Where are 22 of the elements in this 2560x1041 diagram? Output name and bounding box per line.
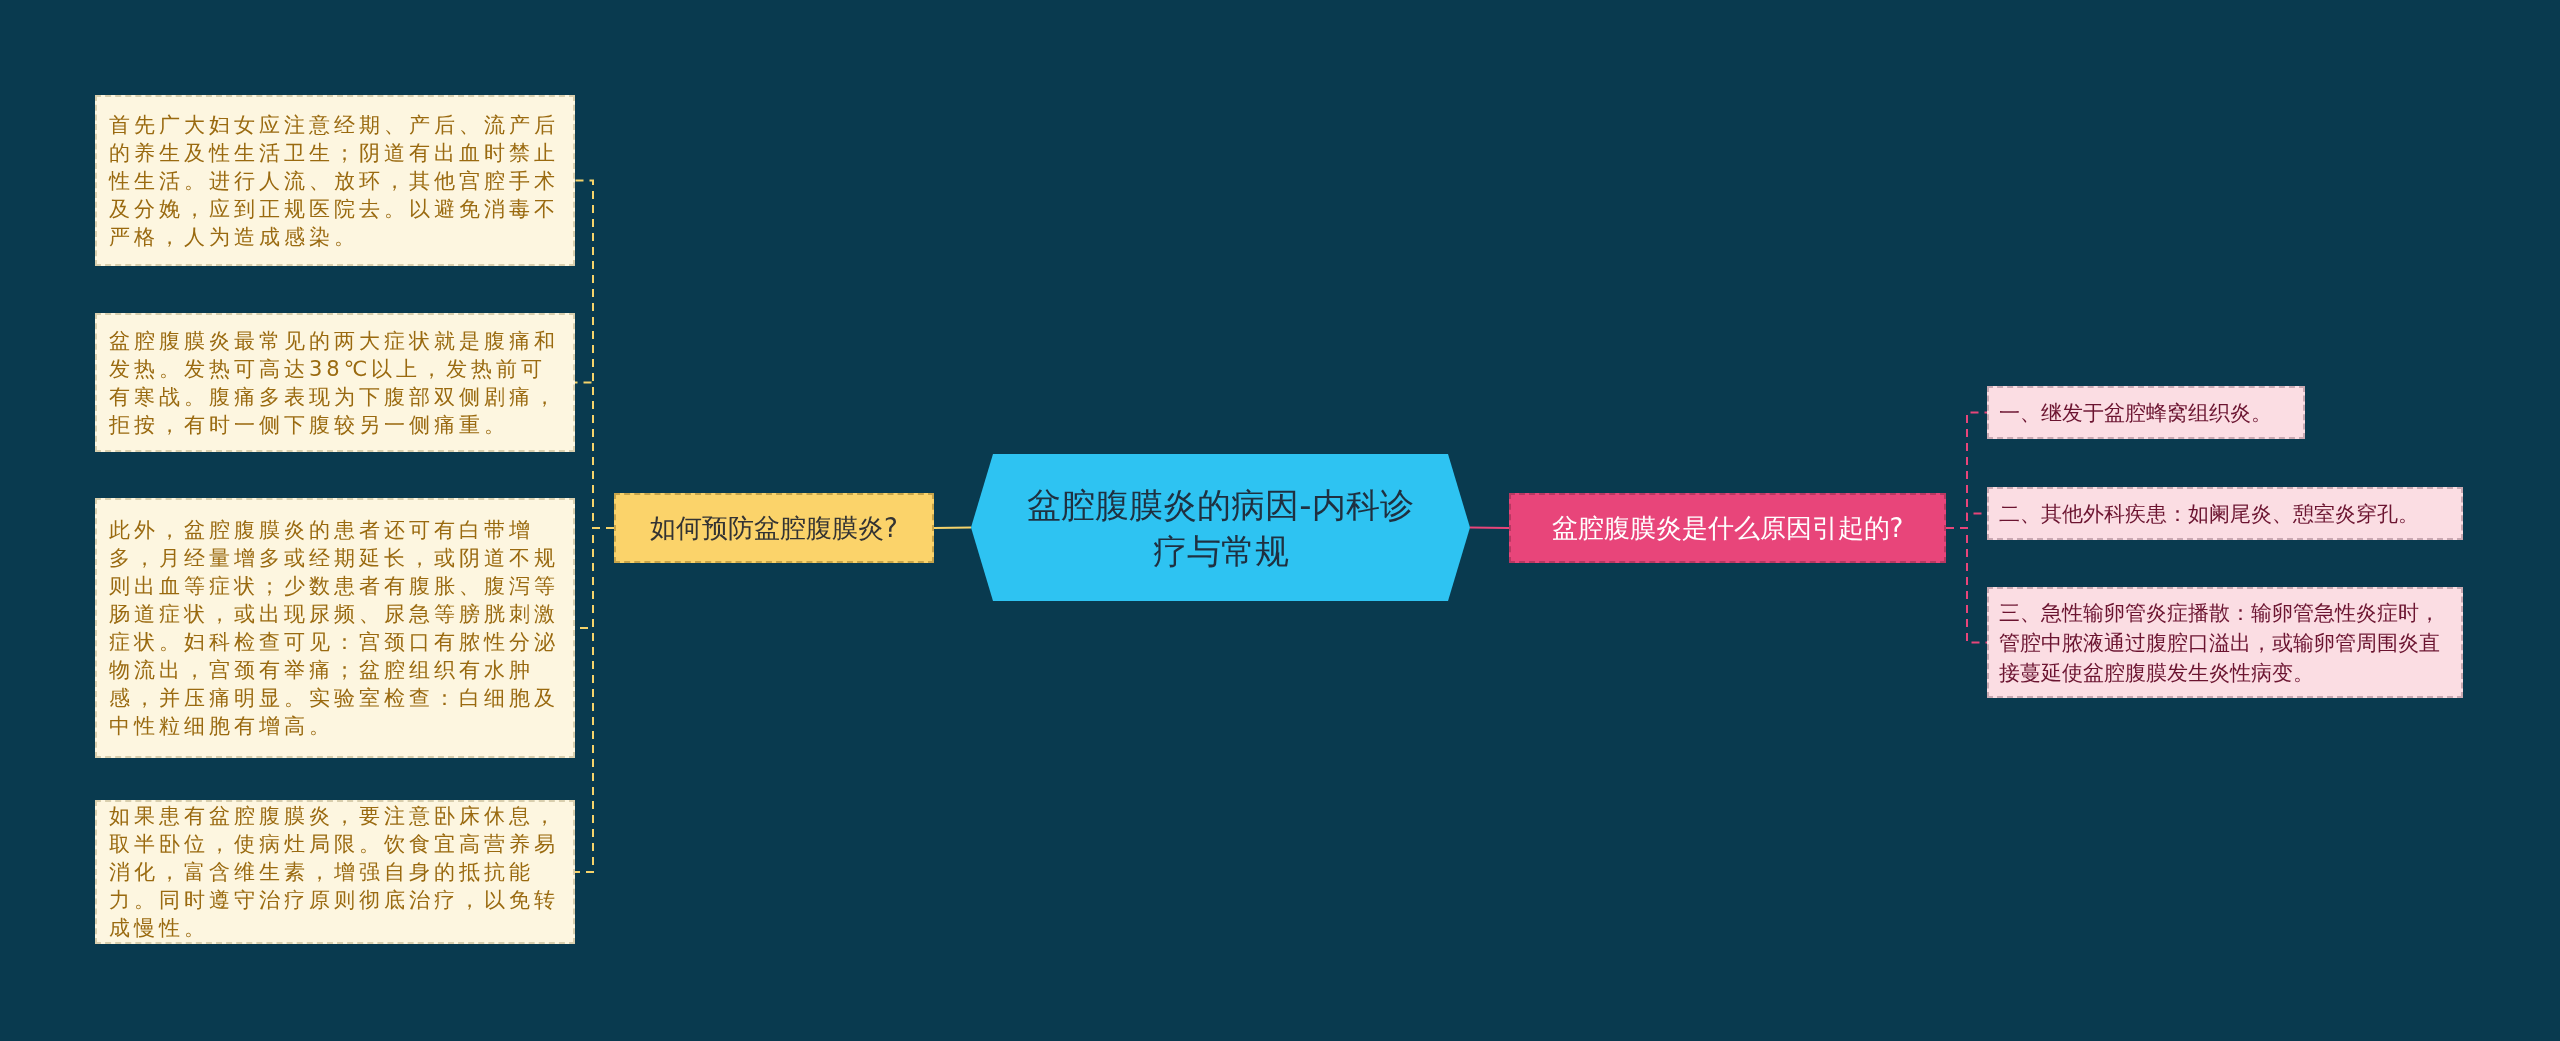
note-text: 此外，盆腔腹膜炎的患者还可有白带增多，月经量增多或经期延长，或阴道不规则出血等症状；少数患者有腹胀、腹泻等肠道症状，或出现尿频、尿急等膀胱刺激症状。妇科检查可见：宫颈口有脓性分泌物流出，宫颈有举痛；盆腔组织有水肿感，并压痛明显。实验室检查：白细胞及中性粒细胞有增高。 xyxy=(109,517,560,740)
note-box xyxy=(95,95,575,266)
topic-text: 盆腔腹膜炎是什么原因引起的? xyxy=(1551,511,1904,545)
note-text: 一、继发于盆腔蜂窝组织炎。 xyxy=(1999,399,2272,427)
note-box xyxy=(95,498,575,758)
connector-line xyxy=(1469,526,1510,529)
note-box xyxy=(1987,386,2305,439)
note-text: 二、其他外科疾患：如阑尾炎、憩室炎穿孔。 xyxy=(1999,500,2419,528)
title-text: 盆腔腹膜炎的病因-内科诊疗与常规 xyxy=(1026,483,1415,573)
note-box xyxy=(95,313,575,452)
note-box xyxy=(1987,587,2463,698)
connector-line xyxy=(933,526,972,529)
note-text: 首先广大妇女应注意经期、产后、流产后的养生及性生活卫生；阴道有出血时禁止性生活。进行人流、放环，其他宫腔手术及分娩，应到正规医院去。以避免消毒不严格，人为造成感染。 xyxy=(109,111,560,251)
note-text: 三、急性输卵管炎症播散：输卵管急性炎症时，管腔中脓液通过腹腔口溢出，或输卵管周围炎直接蔓延使盆腔腹膜发生炎性病变。 xyxy=(1999,599,2441,687)
topic-box xyxy=(1509,493,1946,563)
central-topic-hexagon xyxy=(971,454,1470,601)
topic-box xyxy=(614,493,934,563)
topic-text: 如何预防盆腔腹膜炎? xyxy=(650,511,898,545)
note-text: 如果患有盆腔腹膜炎，要注意卧床休息，取半卧位，使病灶局限。饮食宜高营养易消化，富含维生素，增强自身的抵抗能力。同时遵守治疗原则彻底治疗，以免转成慢性。 xyxy=(109,803,560,942)
connector-line xyxy=(1945,527,1988,644)
note-box xyxy=(1987,487,2463,540)
note-text: 盆腔腹膜炎最常见的两大症状就是腹痛和发热。发热可高达38℃以上，发热前可有寒战。腹痛多表现为下腹部双侧剧痛，拒按，有时一侧下腹较另一侧痛重。 xyxy=(109,327,560,439)
